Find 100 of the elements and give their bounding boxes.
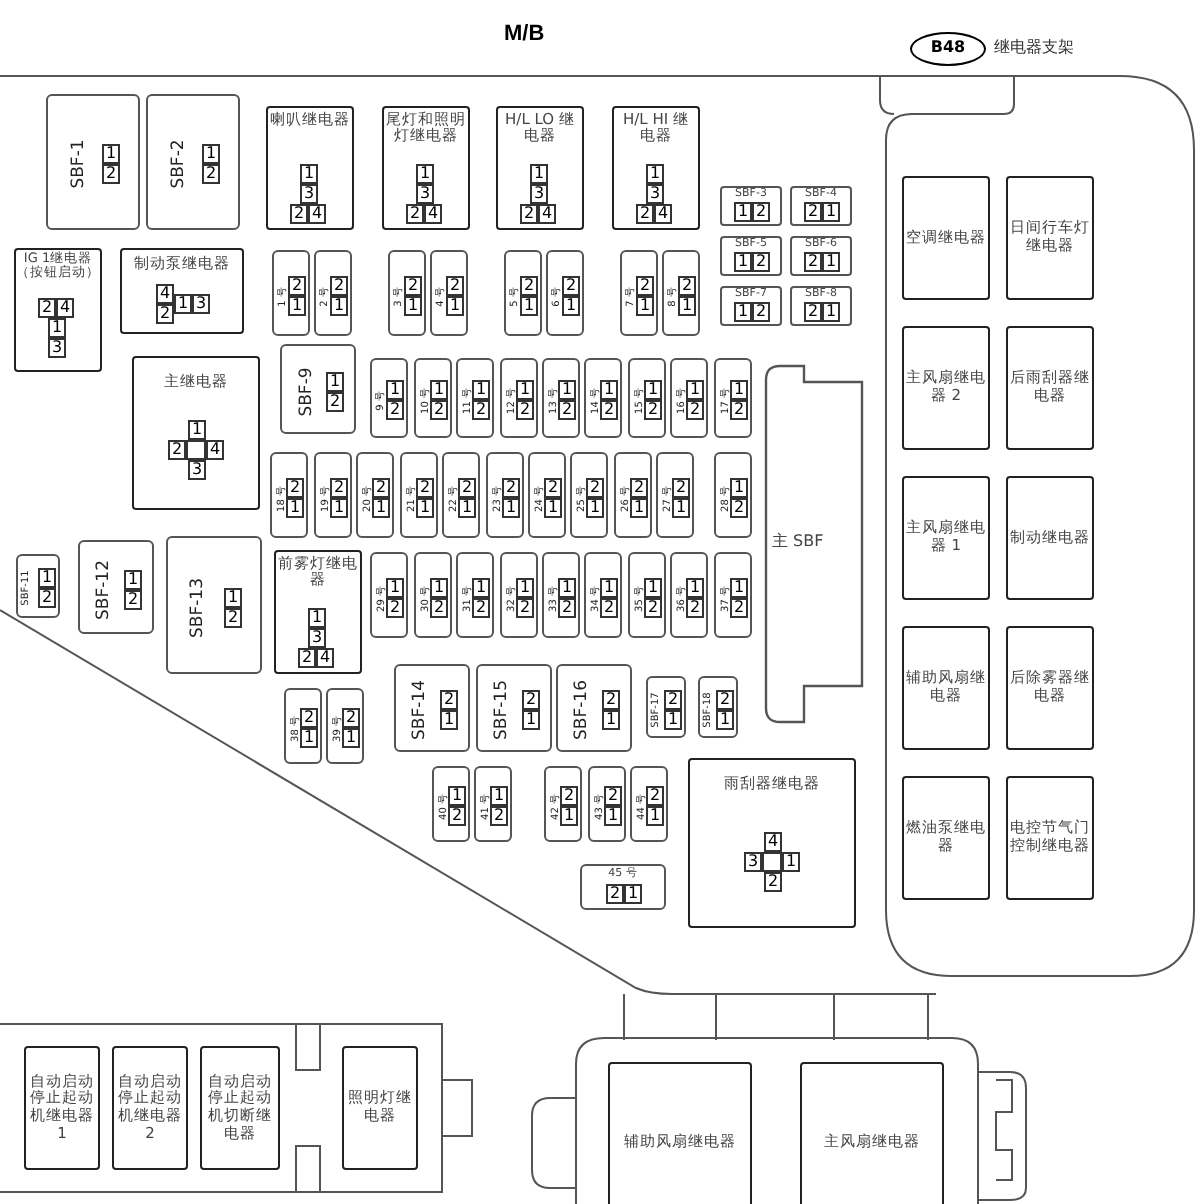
terminal-number: 2 — [752, 202, 770, 222]
terminal-number: 1 — [330, 498, 348, 518]
terminal-number: 2 — [730, 498, 748, 518]
fuse-box — [546, 250, 584, 336]
fuse-box — [614, 452, 652, 538]
terminal-number: 2 — [38, 298, 56, 318]
terminal-number: 1 — [602, 710, 620, 730]
fuse-box — [46, 94, 140, 230]
terminal-number: 1 — [782, 852, 800, 872]
terminal-number: 3 — [48, 338, 66, 358]
relay-box — [902, 176, 990, 300]
terminal-number: 2 — [290, 204, 308, 224]
terminal-number: 1 — [636, 296, 654, 316]
terminal-number: 2 — [752, 252, 770, 272]
terminal-number: 1 — [822, 252, 840, 272]
terminal-number: 2 — [804, 202, 822, 222]
relay-box — [266, 106, 354, 230]
fuse-box — [584, 358, 622, 438]
terminal-number: 2 — [752, 302, 770, 322]
relay-box — [902, 776, 990, 900]
relay-box — [132, 356, 260, 510]
terminal-number: 1 — [686, 380, 704, 400]
terminal-number: 2 — [730, 400, 748, 420]
terminal-number: 1 — [300, 164, 318, 184]
terminal-number: 2 — [342, 708, 360, 728]
fuse-label: SBF-13 — [188, 578, 208, 638]
terminal-number: 2 — [430, 598, 448, 618]
connector-id-badge: B48 — [910, 32, 986, 66]
diagram-title: M/B — [504, 22, 545, 46]
fuse-box — [432, 766, 470, 842]
relay-box — [1006, 776, 1094, 900]
terminal-number: 2 — [156, 304, 174, 324]
fuse-label: SBF-14 — [410, 680, 430, 740]
fuse-box — [476, 664, 552, 752]
fuse-box — [166, 536, 262, 674]
fuse-box — [714, 552, 752, 638]
relay-box — [496, 106, 584, 230]
terminal-number: 1 — [646, 806, 664, 826]
terminal-number: 1 — [224, 588, 242, 608]
terminal-number: 1 — [404, 296, 422, 316]
fuse-box — [414, 552, 452, 638]
terminal-number: 4 — [316, 648, 334, 668]
terminal-number: 1 — [734, 302, 752, 322]
terminal-number: 2 — [630, 478, 648, 498]
fuse-label: SBF-16 — [572, 680, 592, 740]
terminal-number: 1 — [458, 498, 476, 518]
terminal-number: 4 — [764, 832, 782, 852]
terminal-number: 2 — [678, 276, 696, 296]
terminal-number: 2 — [102, 164, 120, 184]
terminal-number: 2 — [298, 648, 316, 668]
terminal-number: 2 — [636, 204, 654, 224]
relay-box — [1006, 176, 1094, 300]
terminal-number: 2 — [600, 598, 618, 618]
fuse-box — [628, 552, 666, 638]
terminal-number: 1 — [686, 578, 704, 598]
terminal-number: 1 — [516, 380, 534, 400]
fuse-box — [272, 250, 310, 336]
terminal-number: 1 — [330, 296, 348, 316]
relay-box — [200, 1046, 280, 1170]
terminal-number: 1 — [430, 380, 448, 400]
terminal-number: 2 — [202, 164, 220, 184]
fuse-label: SBF-1 — [67, 139, 88, 189]
terminal-number: 4 — [56, 298, 74, 318]
terminal-number: 1 — [288, 296, 306, 316]
fuse-box — [456, 358, 494, 438]
relay-box — [902, 326, 990, 450]
terminal-number: 2 — [430, 400, 448, 420]
fuse-box — [584, 552, 622, 638]
terminal-number: 2 — [562, 276, 580, 296]
terminal-number: 2 — [644, 400, 662, 420]
relay-box — [24, 1046, 100, 1170]
fuse-box — [720, 236, 782, 276]
bracket-caption: 继电器支架 — [994, 36, 1074, 58]
terminal-number: 2 — [716, 690, 734, 710]
fuse-label: 主 SBF — [772, 534, 824, 552]
terminal-number: 1 — [416, 498, 434, 518]
fuse-box — [790, 236, 852, 276]
fuse-box — [662, 250, 700, 336]
terminal-number: 1 — [822, 302, 840, 322]
fuse-box — [500, 552, 538, 638]
relay-box — [120, 248, 244, 334]
fuse-label: SBF-9 — [295, 367, 316, 417]
terminal-number: 2 — [448, 806, 466, 826]
terminal-number: 2 — [168, 440, 186, 460]
terminal-number: 2 — [458, 478, 476, 498]
relay-box — [902, 626, 990, 750]
terminal-number: 1 — [560, 806, 578, 826]
terminal-number: 2 — [416, 478, 434, 498]
fuse-box — [580, 864, 666, 910]
terminal-number: 1 — [386, 578, 404, 598]
fuse-box — [646, 676, 686, 738]
terminal-number: 1 — [730, 478, 748, 498]
terminal-number: 2 — [558, 598, 576, 618]
terminal-number: 1 — [440, 710, 458, 730]
terminal-number: 2 — [502, 478, 520, 498]
terminal-number: 1 — [446, 296, 464, 316]
fuse-box — [78, 540, 154, 634]
terminal-number: 4 — [538, 204, 556, 224]
terminal-number: 1 — [472, 578, 490, 598]
terminal-number: 2 — [288, 276, 306, 296]
